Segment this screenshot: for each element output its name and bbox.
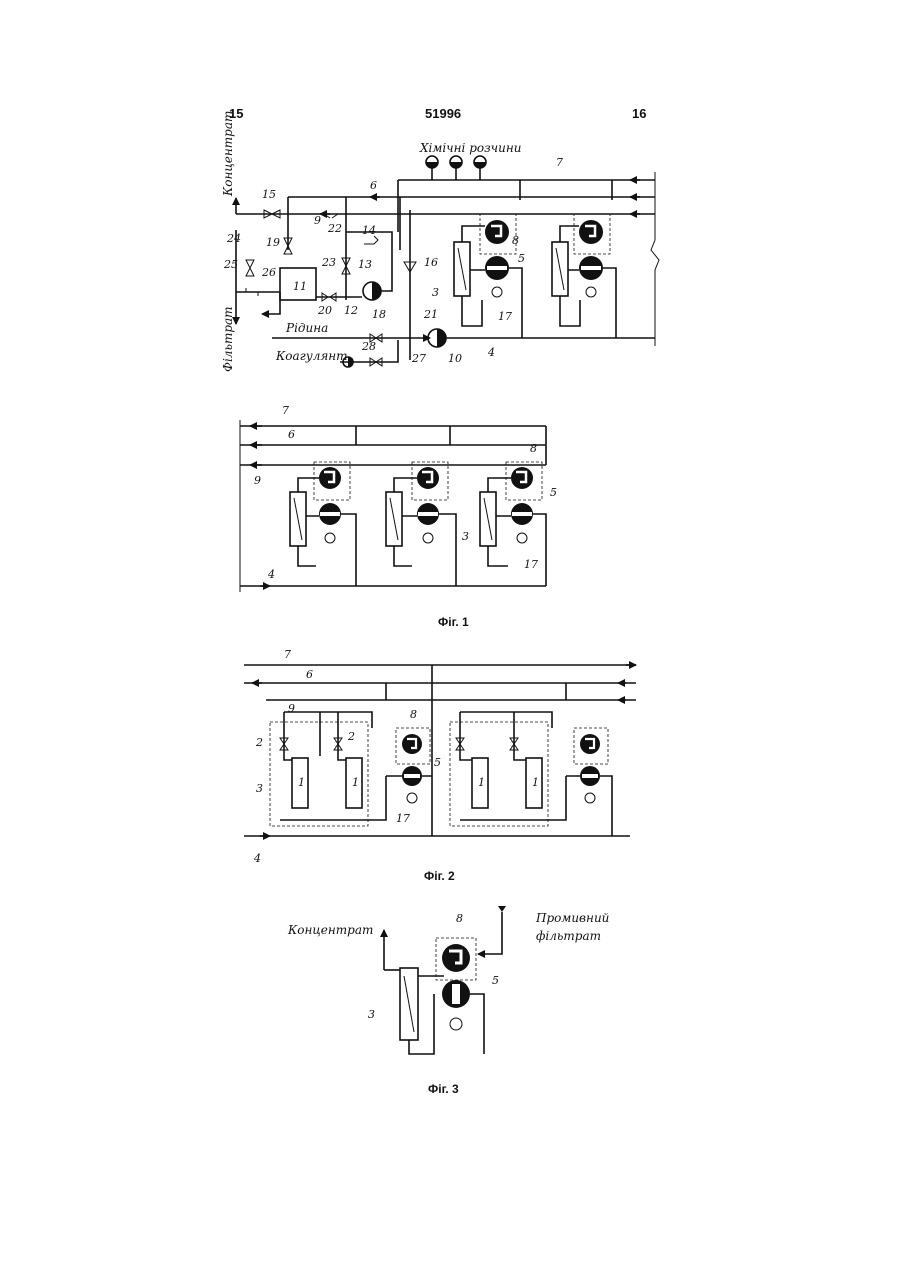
num-5: 5 (518, 252, 525, 265)
fig3-scheme: Концентрат Промивний фільтрат 8 5 3 (287, 906, 609, 1054)
num-27: 27 (411, 352, 426, 365)
num-23: 23 (321, 256, 336, 269)
num-16: 16 (424, 256, 438, 269)
num-2: 2 (347, 730, 355, 743)
module-1 (290, 462, 356, 586)
num-6: 6 (288, 428, 295, 441)
num-6: 6 (370, 179, 377, 192)
num-3: 3 (368, 1008, 375, 1021)
num-25: 25 (223, 258, 238, 271)
num-8: 8 (512, 234, 519, 247)
num-17: 17 (524, 558, 538, 571)
fig2-scheme: 7 6 9 8 2 2 5 1 1 3 17 1 1 4 (244, 648, 636, 865)
num-15: 15 (262, 188, 276, 201)
num-11: 11 (293, 280, 307, 293)
num-5: 5 (550, 486, 557, 499)
num-17: 17 (396, 812, 410, 825)
num-4: 4 (253, 852, 261, 865)
label-liquid: Рідина (285, 321, 328, 335)
num-3: 3 (256, 782, 263, 795)
module-b (552, 214, 616, 326)
num-7: 7 (556, 156, 563, 169)
num-26: 26 (261, 266, 276, 279)
num-1: 1 (352, 776, 359, 789)
num-13: 13 (358, 258, 372, 271)
label-filtrate: Фільтрат (221, 306, 235, 372)
num-5: 5 (492, 974, 499, 987)
num-9: 9 (288, 702, 295, 715)
num-12: 12 (344, 304, 358, 317)
num-24: 24 (226, 232, 241, 245)
num-1: 1 (478, 776, 485, 789)
caption-fig1: Фіг. 1 (438, 615, 469, 629)
num-9: 9 (254, 474, 261, 487)
num-3: 3 (432, 286, 439, 299)
num-8: 8 (530, 442, 537, 455)
label-concentrate: Концентрат (221, 111, 235, 197)
num-7: 7 (284, 648, 291, 661)
num-2: 2 (255, 736, 263, 749)
num-6: 6 (306, 668, 313, 681)
num-18: 18 (372, 308, 386, 321)
label-chemical-solutions: Хімічні розчини (419, 141, 521, 155)
caption-fig3: Фіг. 3 (428, 1082, 459, 1096)
fig1-top-scheme: Хімічні розчини Концентра (221, 111, 659, 372)
num-3: 3 (462, 530, 469, 543)
module-2 (386, 462, 456, 586)
num-10: 10 (448, 352, 462, 365)
label-coagulant: Коагулянт (275, 349, 348, 363)
caption-fig2: Фіг. 2 (424, 869, 455, 883)
num-9: 9 (314, 214, 321, 227)
num-1: 1 (532, 776, 539, 789)
num-1: 1 (298, 776, 305, 789)
num-14: 14 (362, 224, 376, 237)
num-4: 4 (267, 568, 275, 581)
num-19: 19 (266, 236, 280, 249)
num-7: 7 (282, 404, 289, 417)
num-20: 20 (317, 304, 332, 317)
num-4: 4 (487, 346, 495, 359)
num-17: 17 (498, 310, 512, 323)
num-21: 21 (423, 308, 438, 321)
label-wash-filtrate-1: Промивний (535, 911, 609, 925)
num-8: 8 (456, 912, 463, 925)
fig2-module-b (450, 683, 612, 836)
chemical-tanks (426, 156, 486, 180)
num-5: 5 (434, 756, 441, 769)
fig1-bottom-scheme: 7 6 9 8 5 3 17 4 (240, 404, 557, 592)
num-8: 8 (410, 708, 417, 721)
label-concentrate-fig3: Концентрат (287, 923, 373, 937)
label-wash-filtrate-2: фільтрат (536, 929, 601, 943)
num-28: 28 (361, 340, 376, 353)
num-22: 22 (327, 222, 342, 235)
